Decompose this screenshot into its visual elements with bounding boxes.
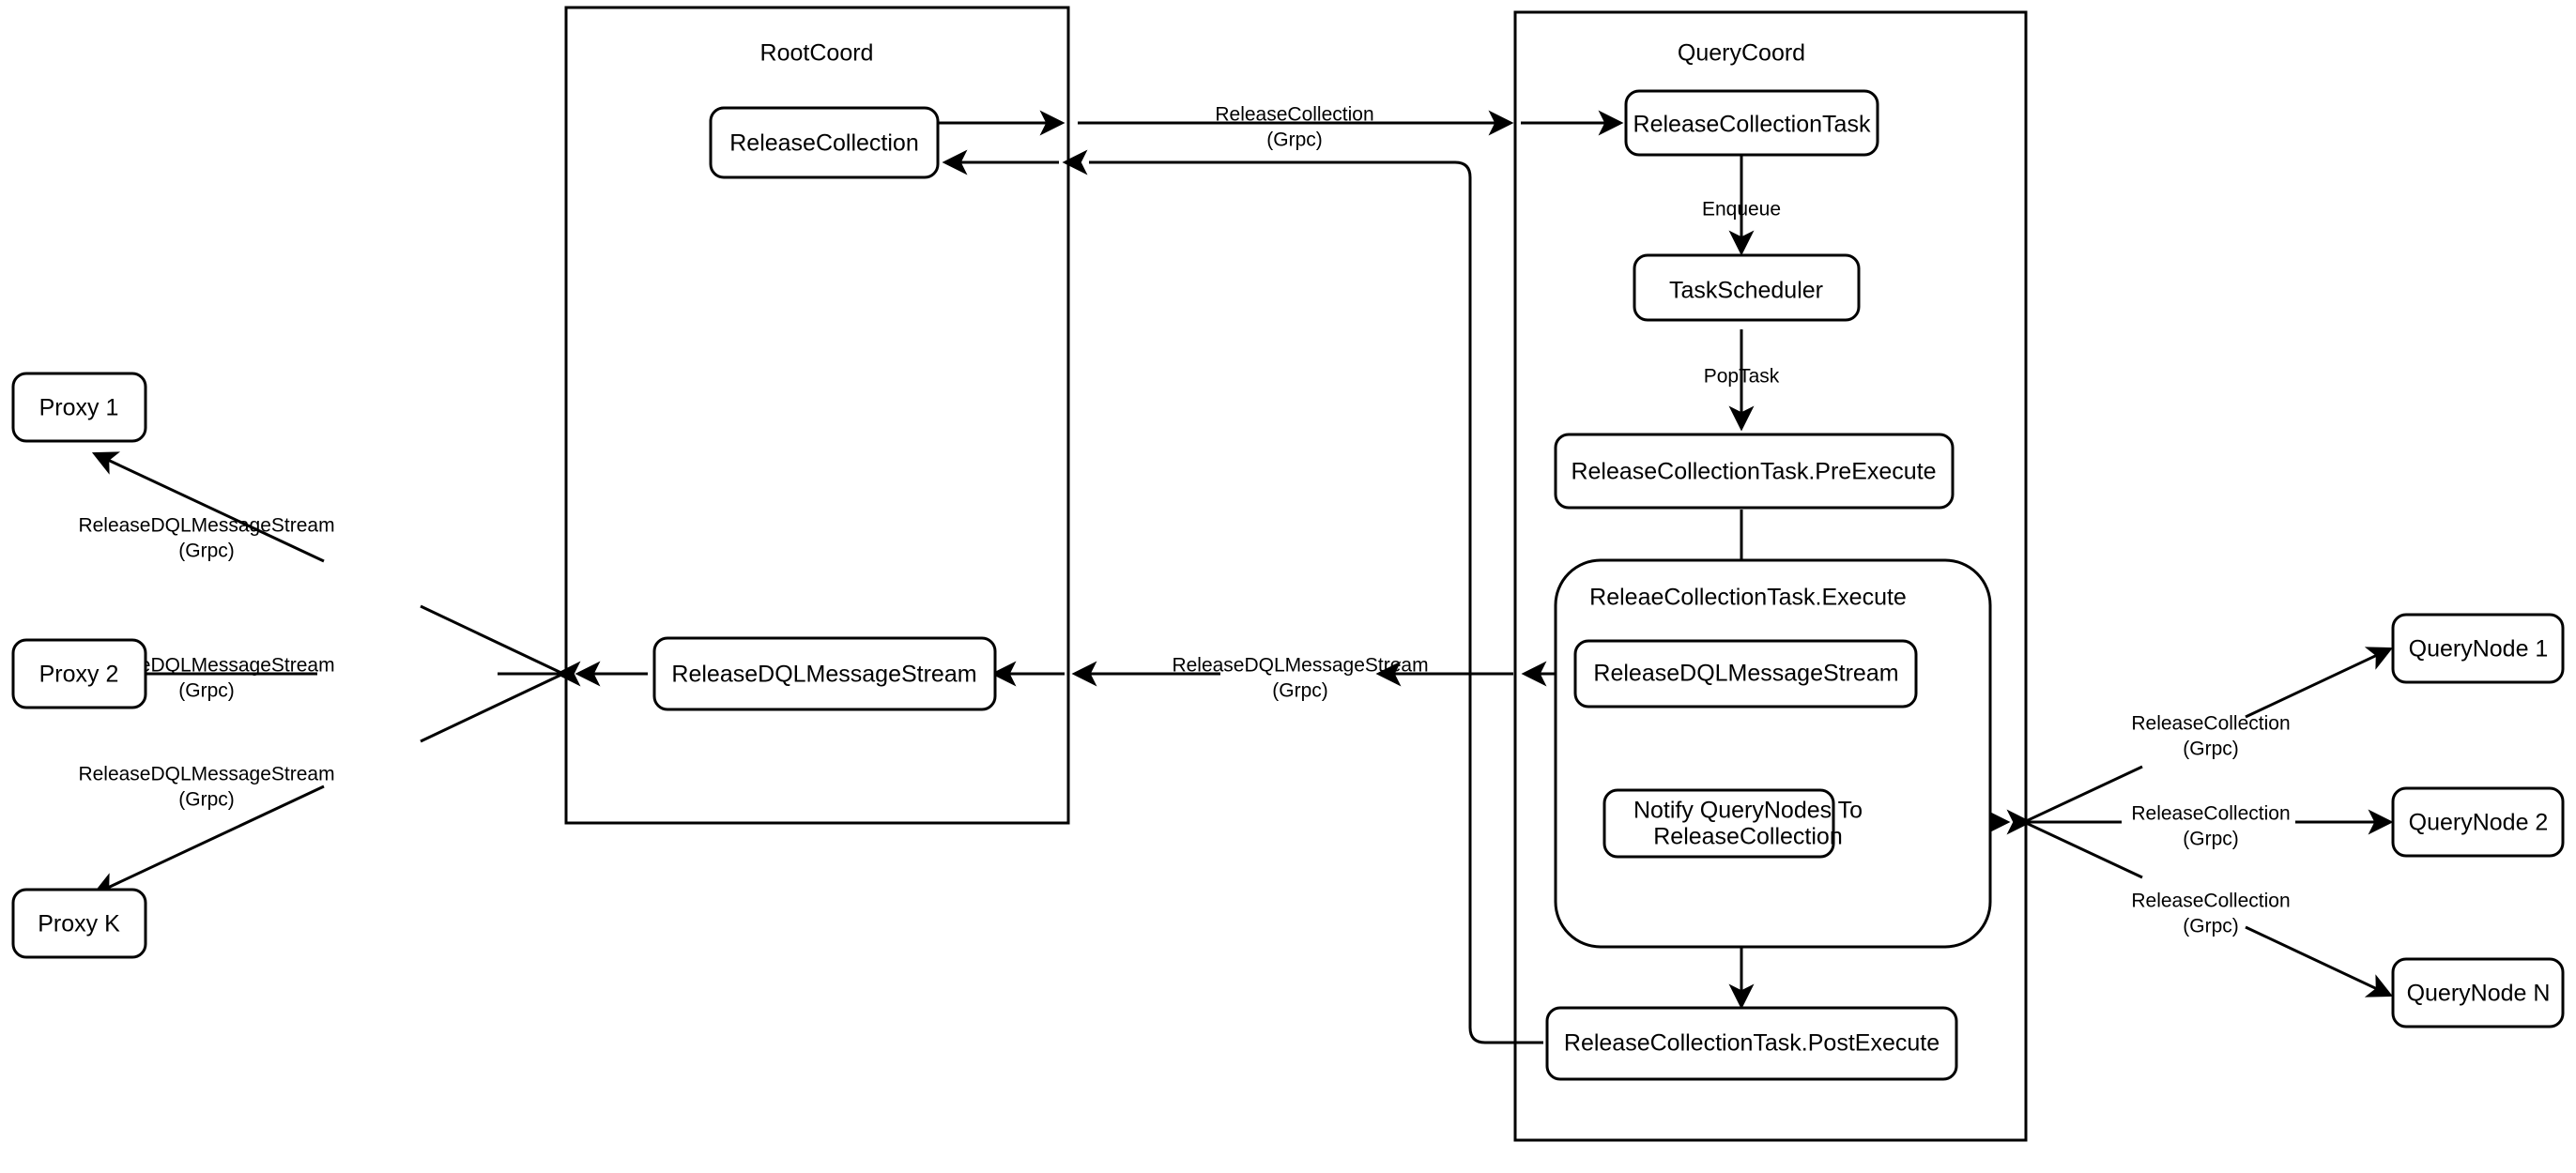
node-querynode-n[interactable]: QueryNode N — [2391, 957, 2565, 1028]
edge-scheduler-to-preexecute: PopTask — [1704, 329, 1780, 432]
node-execute-release-dql-message-stream-label: ReleaseDQLMessageStream — [1593, 661, 1898, 687]
node-querynode-2[interactable]: QueryNode 2 — [2391, 786, 2565, 858]
node-release-collection-task-preexecute[interactable]: ReleaseCollectionTask.PreExecute — [1554, 433, 1955, 510]
edge-notify-to-querynode-2: ReleaseCollection (Grpc) — [2024, 803, 2394, 850]
node-rootcoord-release-collection[interactable]: ReleaseCollection — [709, 106, 940, 179]
edge-label-querynode-1-line1: ReleaseCollection — [2131, 713, 2290, 735]
node-querynode-1[interactable]: QueryNode 1 — [2391, 613, 2565, 684]
edge-label-release-collection-grpc-line1: ReleaseCollection — [1215, 104, 1373, 126]
edge-label-proxy-k-line2: (Grpc) — [178, 789, 235, 811]
edge-label-release-collection-grpc-line2: (Grpc) — [1266, 129, 1323, 151]
node-release-collection-task-label: ReleaseCollectionTask — [1633, 112, 1871, 138]
edge-querycoord-to-rootcoord-dql: ReleaseDQLMessageStream (Grpc) — [990, 655, 1650, 702]
node-proxy-1[interactable]: Proxy 1 — [11, 372, 147, 443]
node-rootcoord-release-collection-label: ReleaseCollection — [729, 130, 919, 157]
edge-postexecute-to-rootcoord — [942, 149, 1543, 1044]
edge-label-enqueue: Enqueue — [1702, 199, 1781, 221]
edge-label-pop-task: PopTask — [1704, 366, 1780, 388]
node-release-collection-task-preexecute-label: ReleaseCollectionTask.PreExecute — [1571, 459, 1936, 485]
node-proxy-k-label: Proxy K — [38, 911, 120, 937]
node-proxy-2[interactable]: Proxy 2 — [11, 638, 147, 709]
edge-label-querynode-n-line2: (Grpc) — [2183, 916, 2239, 937]
node-task-scheduler-label: TaskScheduler — [1669, 278, 1823, 304]
node-notify-querynodes[interactable]: Notify QueryNodes To ReleaseCollection — [1602, 788, 1863, 859]
edge-notify-to-querynode-n: ReleaseCollection (Grpc) — [2023, 820, 2394, 998]
edge-rootcoord-dql-to-proxy-k: ReleaseDQLMessageStream (Grpc) — [78, 672, 564, 896]
node-proxy-2-label: Proxy 2 — [39, 662, 119, 688]
edge-label-querynode-n-line1: ReleaseCollection — [2131, 891, 2290, 912]
edge-label-proxy-2-line2: (Grpc) — [178, 680, 235, 702]
edge-rootcoord-dql-to-proxy-2: ReleaseDQLMessageStream (Grpc) — [78, 655, 563, 702]
node-rootcoord-release-dql-message-stream-label: ReleaseDQLMessageStream — [671, 662, 976, 688]
edge-label-querynode-2-line1: ReleaseCollection — [2131, 803, 2290, 825]
node-task-scheduler[interactable]: TaskScheduler — [1633, 253, 1861, 322]
node-proxy-1-label: Proxy 1 — [39, 395, 119, 421]
node-querynode-1-label: QueryNode 1 — [2409, 636, 2549, 663]
node-notify-querynodes-label-line2: ReleaseCollection — [1653, 824, 1843, 850]
edge-label-querynode-1-line2: (Grpc) — [2183, 739, 2239, 760]
node-querynode-2-label: QueryNode 2 — [2409, 810, 2549, 836]
node-execute-release-dql-message-stream[interactable]: ReleaseDQLMessageStream — [1573, 639, 1918, 708]
node-querynode-n-label: QueryNode N — [2407, 981, 2551, 1007]
container-querycoord-title: QueryCoord — [1678, 40, 1805, 67]
edge-label-proxy-1-line2: (Grpc) — [178, 541, 235, 562]
edge-label-proxy-1-line1: ReleaseDQLMessageStream — [78, 515, 334, 537]
node-notify-querynodes-label-line1: Notify QueryNodes To — [1633, 798, 1863, 824]
edge-rootcoord-to-querycoord: ReleaseCollection (Grpc) — [937, 104, 1624, 151]
group-execute-title: ReleaeCollectionTask.Execute — [1589, 585, 1907, 611]
node-proxy-k[interactable]: Proxy K — [11, 888, 147, 959]
edge-label-release-dql-grpc-mid-line1: ReleaseDQLMessageStream — [1172, 655, 1428, 677]
edge-rootcoord-dql-to-proxy-1: ReleaseDQLMessageStream (Grpc) — [78, 451, 564, 676]
node-release-collection-task-postexecute-label: ReleaseCollectionTask.PostExecute — [1564, 1030, 1940, 1057]
edge-notify-to-querynode-1: ReleaseCollection (Grpc) — [2023, 647, 2394, 824]
edge-label-release-dql-grpc-mid-line2: (Grpc) — [1272, 680, 1328, 702]
container-rootcoord-title: RootCoord — [760, 40, 874, 67]
group-execute: ReleaeCollectionTask.Execute — [1554, 558, 1992, 949]
node-release-collection-task-postexecute[interactable]: ReleaseCollectionTask.PostExecute — [1545, 1006, 1958, 1081]
edge-task-to-scheduler: Enqueue — [1702, 152, 1781, 256]
edge-label-proxy-k-line1: ReleaseDQLMessageStream — [78, 764, 334, 785]
edge-label-querynode-2-line2: (Grpc) — [2183, 829, 2239, 850]
node-release-collection-task[interactable]: ReleaseCollectionTask — [1624, 89, 1879, 157]
node-rootcoord-release-dql-message-stream[interactable]: ReleaseDQLMessageStream — [652, 636, 997, 711]
